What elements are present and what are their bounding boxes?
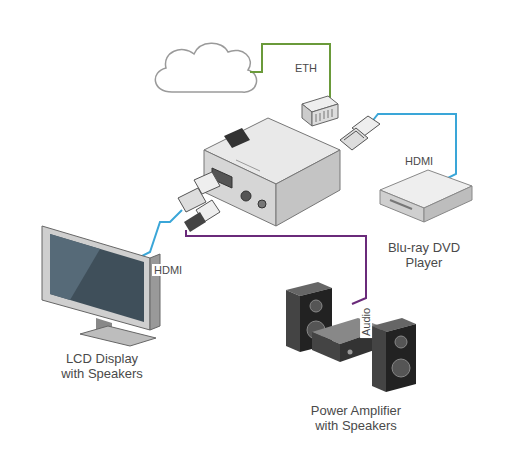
audio-extractor-device: [204, 118, 340, 226]
network-cloud: [155, 43, 256, 92]
hdmi-output-wire: [138, 210, 182, 258]
device-caption: Power Amplifier with Speakers: [303, 403, 409, 433]
speakers-amplifier: [286, 282, 416, 392]
caption-text: LCD Display with Speakers: [55, 351, 149, 381]
hdmi-input-connector: [340, 116, 380, 150]
bluray-player: [380, 170, 472, 222]
caption-text: Power Amplifier with Speakers: [303, 403, 409, 433]
rj45-connector: [302, 96, 338, 126]
audio-wire: [186, 230, 366, 304]
device-caption: Blu-ray DVD Player: [387, 240, 461, 270]
signal-label: HDMI: [152, 264, 184, 276]
device-caption: LCD Display with Speakers: [55, 351, 149, 381]
signal-label: Audio: [360, 306, 372, 338]
rca-plug: [184, 200, 220, 232]
lcd-display: [42, 226, 160, 346]
signal-label: HDMI: [403, 155, 435, 167]
eth-wire: [250, 44, 330, 100]
caption-text: Blu-ray DVD Player: [387, 240, 461, 270]
signal-label: ETH: [293, 62, 319, 74]
